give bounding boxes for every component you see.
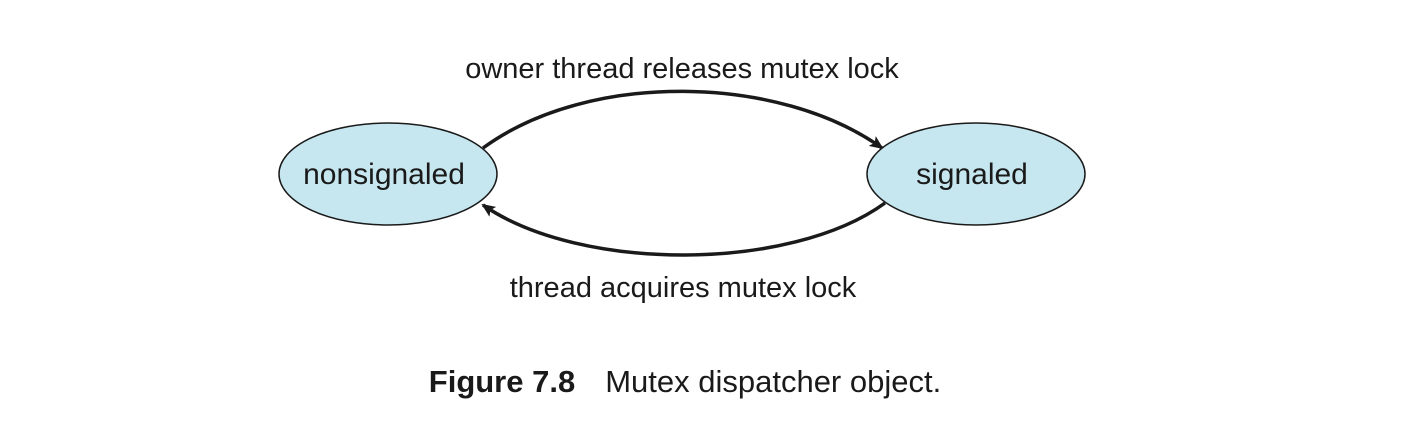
transition-label-release: owner thread releases mutex lock [465,53,899,85]
figure-number: Figure 7.8 [428,364,576,399]
state-label-signaled: signaled [916,158,1028,191]
transition-arrow-acquire [481,201,887,257]
mutex-state-diagram: nonsignaled signaled owner thread releas… [278,53,1086,304]
figure-title: Mutex dispatcher object. [605,364,942,399]
transition-label-acquire: thread acquires mutex lock [510,272,857,304]
state-nonsignaled [278,122,498,226]
figure-caption: Figure 7.8 Mutex dispatcher object. [0,364,1370,400]
transition-arrow-release [481,89,884,150]
state-label-nonsignaled: nonsignaled [303,158,465,191]
state-signaled [866,122,1086,226]
